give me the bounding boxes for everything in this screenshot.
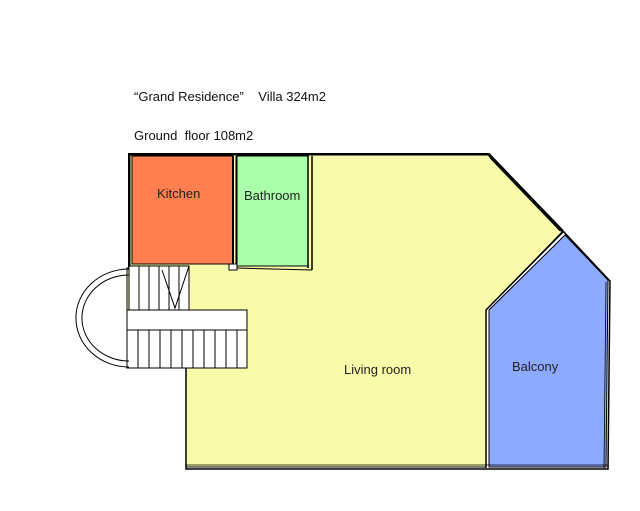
kitchen-area[interactable]: [131, 155, 234, 265]
inner-walls: [228, 156, 313, 271]
kitchen-label: Kitchen: [157, 186, 200, 201]
living-room-label: Living room: [344, 362, 411, 377]
outer-walls: [128, 153, 611, 470]
balcony-label: Balcony: [512, 359, 559, 374]
curved-bay-wall: [75, 268, 130, 368]
plan-title: “Grand Residence” Villa 324m2: [134, 89, 326, 104]
floor-subtitle: Ground floor 108m2: [134, 128, 254, 143]
bathroom-area[interactable]: [236, 155, 309, 267]
bathroom-label: Bathroom: [244, 188, 300, 203]
balcony-area[interactable]: [488, 234, 609, 468]
staircase: [126, 265, 248, 369]
